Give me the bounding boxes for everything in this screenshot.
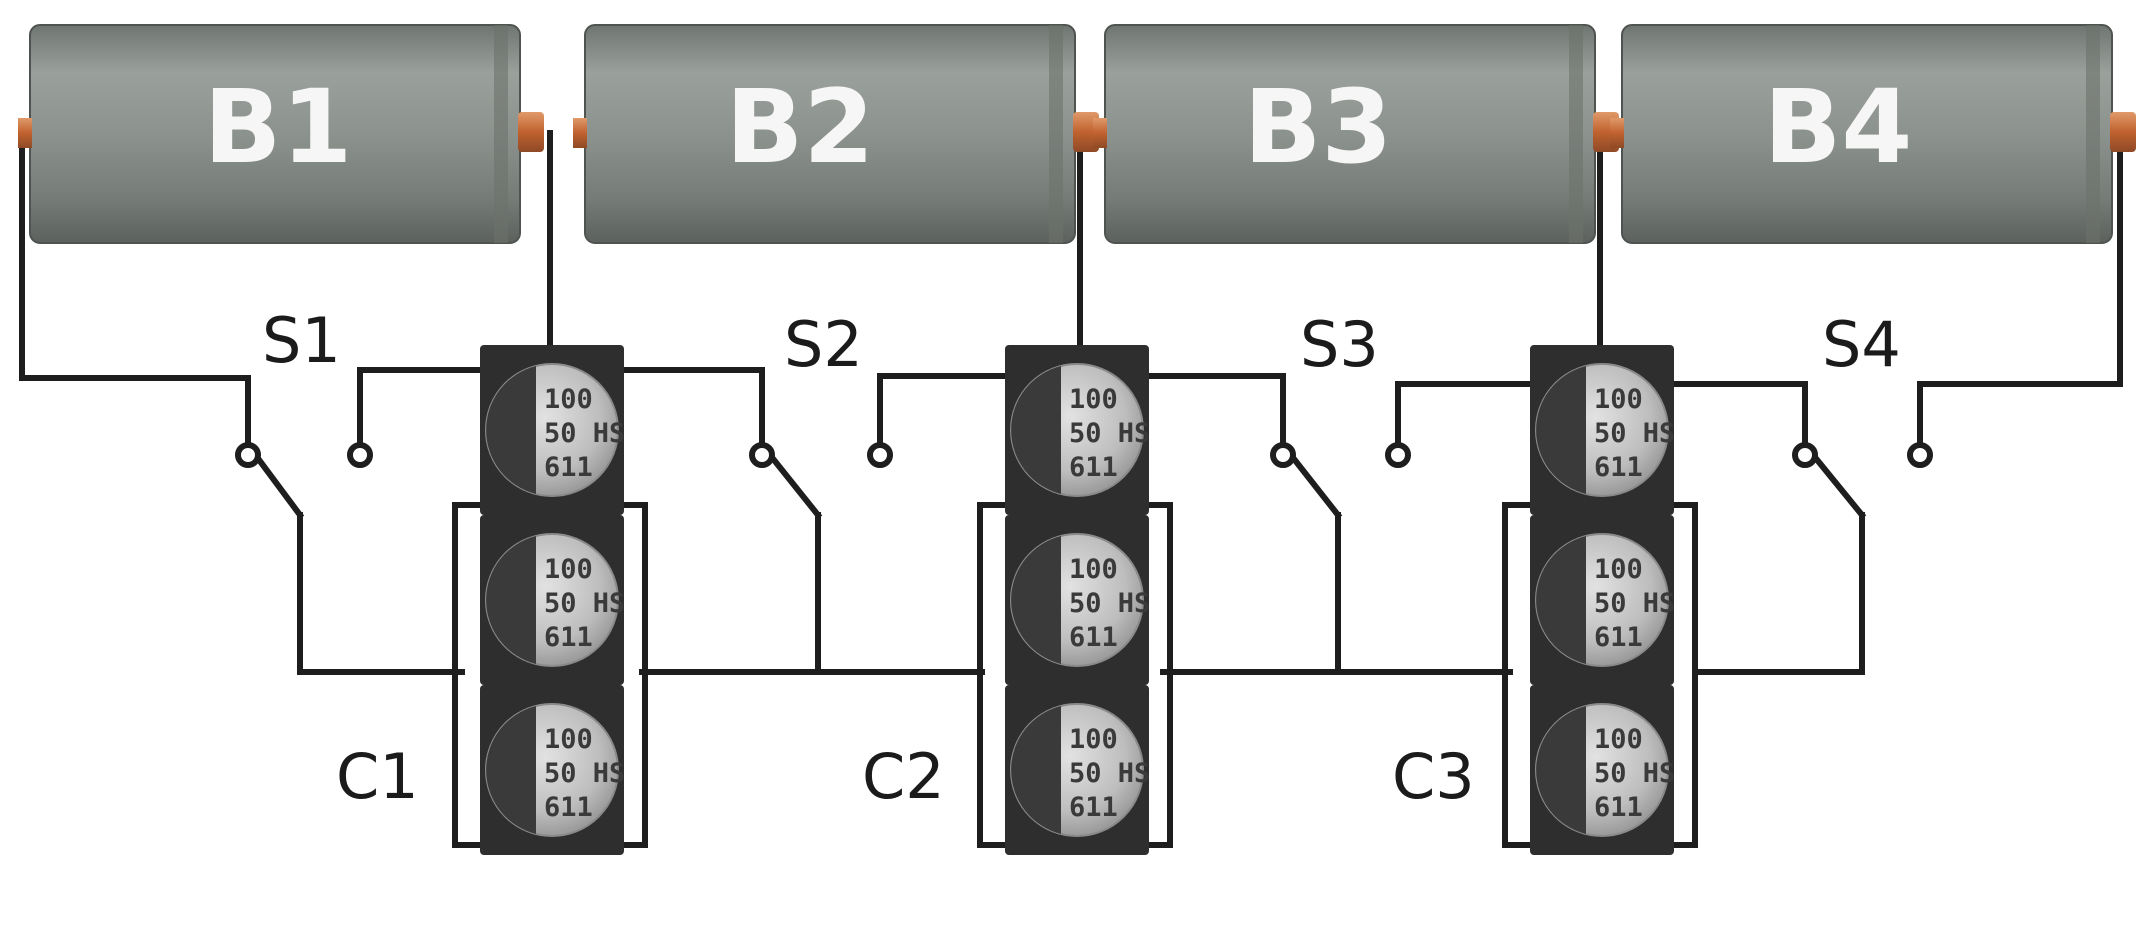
capacitor-marking-line2: 50 HS	[1069, 588, 1150, 619]
capacitor-marking-line2: 50 HS	[1594, 588, 1675, 619]
switch-terminal	[1792, 442, 1818, 468]
capacitor-marking-line1: 100	[1594, 384, 1643, 415]
battery-negative-terminal	[1093, 118, 1107, 148]
switch-terminal	[235, 442, 261, 468]
switch-terminal	[1385, 442, 1411, 468]
switch-terminal	[1270, 442, 1296, 468]
capacitor-marking-line1: 100	[1594, 724, 1643, 755]
capacitor-marking-line3: 611	[1069, 792, 1118, 823]
battery-negative-terminal	[1610, 118, 1624, 148]
capacitor-marking-line1: 100	[1069, 724, 1118, 755]
battery-negative-terminal	[573, 118, 587, 148]
capacitor-marking-line2: 50 HS	[1069, 418, 1150, 449]
capacitor-marking-line3: 611	[1594, 792, 1643, 823]
wire-segment	[1667, 502, 1698, 848]
capacitor-marking-line1: 100	[1069, 554, 1118, 585]
wire-segment	[617, 502, 648, 848]
switch-terminal	[347, 442, 373, 468]
battery-rim	[2086, 25, 2100, 243]
capacitor-marking-line1: 100	[544, 724, 593, 755]
battery-b3	[1093, 24, 1619, 244]
capacitor-marking-line3: 611	[1069, 622, 1118, 653]
battery-label-b3: B3	[1244, 68, 1393, 187]
switch-label-s3: S3	[1300, 308, 1379, 381]
battery-b2	[573, 24, 1099, 244]
battery-negative-terminal	[18, 118, 32, 148]
battery-positive-terminal	[2110, 112, 2136, 152]
capacitor-marking-line3: 611	[544, 622, 593, 653]
switch-label-s1: S1	[262, 304, 341, 377]
wire-segment	[977, 502, 1008, 848]
battery-rim	[494, 25, 508, 243]
capacitor-marking-line3: 611	[1069, 452, 1118, 483]
battery-rim	[1569, 25, 1583, 243]
wire-segment	[1142, 502, 1173, 848]
capacitor-polarity-band	[486, 536, 536, 664]
switch-terminal	[867, 442, 893, 468]
capacitor-label-c1: C1	[336, 740, 419, 813]
switch-label-s4: S4	[1822, 308, 1901, 381]
switch-terminals-layer	[235, 442, 1933, 468]
battery-label-b1: B1	[204, 68, 353, 187]
wire-segment	[1697, 512, 1865, 675]
capacitor-marking-line3: 611	[544, 792, 593, 823]
wire-segment	[1502, 502, 1533, 848]
wire-segment	[452, 502, 483, 848]
battery-label-b4: B4	[1764, 68, 1913, 187]
switch-terminal	[749, 442, 775, 468]
capacitor-marking-line3: 611	[544, 452, 593, 483]
wire-segment	[1917, 130, 2123, 458]
battery-positive-terminal	[518, 112, 544, 152]
capacitor-marking-line3: 611	[1594, 622, 1643, 653]
battery-rim	[1049, 25, 1063, 243]
switch-label-s2: S2	[784, 308, 863, 381]
capacitor-marking-line2: 50 HS	[1069, 758, 1150, 789]
capacitor-marking-line2: 50 HS	[544, 418, 625, 449]
capacitor-polarity-band	[1536, 536, 1586, 664]
battery-b1	[18, 24, 544, 244]
capacitor-marking-line1: 100	[1069, 384, 1118, 415]
wire-segment	[297, 512, 465, 675]
capacitor-label-c2: C2	[862, 740, 945, 813]
capacitor-marking-line2: 50 HS	[544, 758, 625, 789]
battery-label-b2: B2	[726, 68, 875, 187]
capacitor-label-c3: C3	[1392, 740, 1475, 813]
capacitor-polarity-band	[1536, 366, 1586, 494]
capacitor-polarity-band	[1011, 536, 1061, 664]
capacitor-marking-line1: 100	[544, 554, 593, 585]
capacitor-polarity-band	[1011, 366, 1061, 494]
capacitor-marking-line2: 50 HS	[1594, 418, 1675, 449]
capacitor-marking-line1: 100	[1594, 554, 1643, 585]
switch-terminal	[1907, 442, 1933, 468]
capacitor-marking-line2: 50 HS	[1594, 758, 1675, 789]
battery-b4	[1610, 24, 2136, 244]
capacitor-marking-line1: 100	[544, 384, 593, 415]
capacitor-polarity-band	[486, 366, 536, 494]
capacitor-polarity-band	[1536, 706, 1586, 834]
capacitor-polarity-band	[1011, 706, 1061, 834]
battery-positive-terminal	[1073, 112, 1099, 152]
batteries-layer	[18, 24, 2136, 244]
capacitor-marking-line2: 50 HS	[544, 588, 625, 619]
capacitor-polarity-band	[486, 706, 536, 834]
capacitor-marking-line3: 611	[1594, 452, 1643, 483]
wire-segment	[19, 130, 251, 448]
